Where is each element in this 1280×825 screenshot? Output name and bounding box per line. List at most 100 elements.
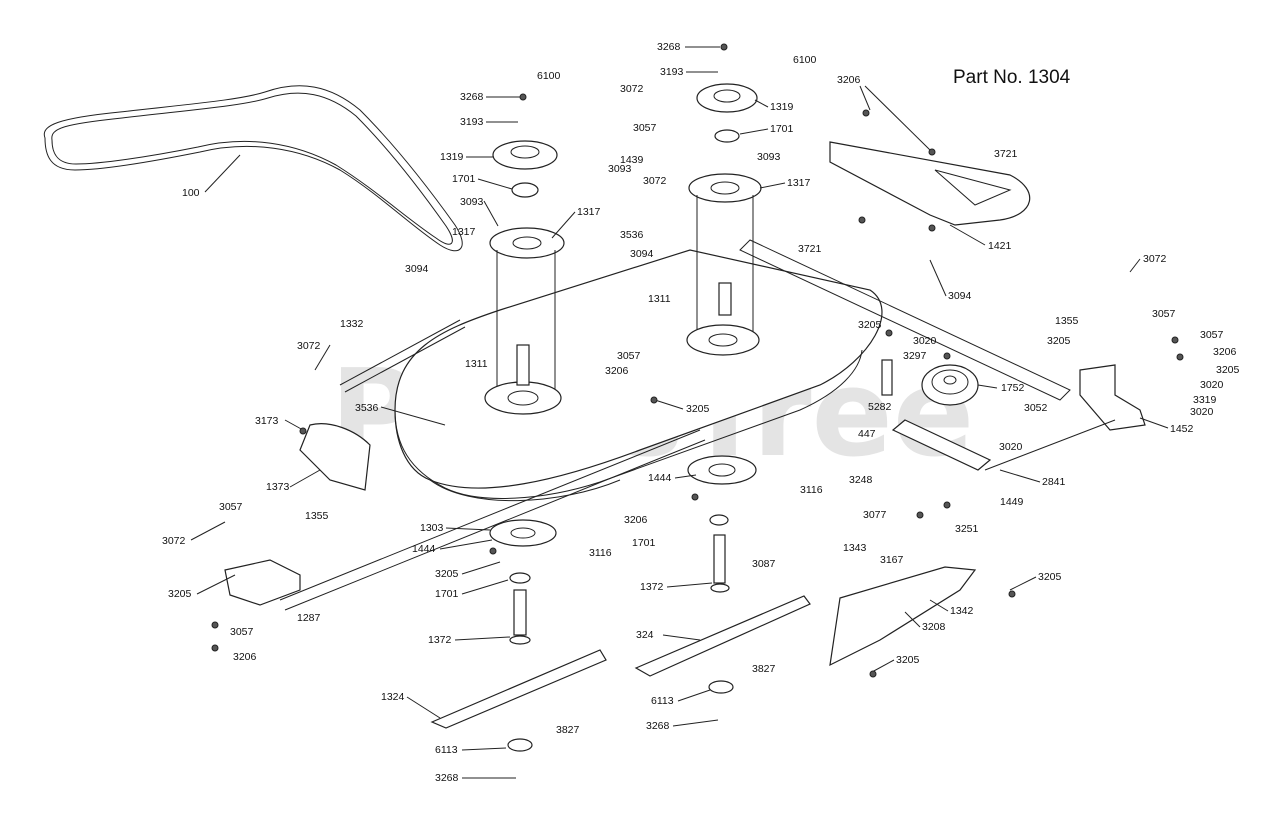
leader-lines (190, 46, 1169, 779)
part-label: 3827 (556, 724, 580, 736)
part-label: 1287 (297, 612, 321, 624)
part-label: 3057 (617, 350, 641, 362)
part-label: 1311 (648, 293, 671, 305)
part-label: 6100 (793, 54, 817, 66)
part-label: 3268 (460, 91, 484, 103)
part-label: 1372 (640, 581, 664, 593)
part-label: 3116 (800, 484, 823, 496)
part-label: 3057 (1152, 308, 1176, 320)
part-label: 3206 (233, 651, 257, 663)
part-label: 1319 (440, 151, 464, 163)
part-label: 3205 (896, 654, 920, 666)
part-label: 1752 (1001, 382, 1025, 394)
part-label: 3827 (752, 663, 776, 675)
part-label: 1444 (648, 472, 672, 484)
part-label: 1355 (305, 510, 329, 522)
part-label: 3094 (948, 290, 972, 302)
part-label: 3116 (589, 547, 612, 559)
part-label: 3077 (863, 509, 887, 521)
part-label: 3193 (660, 66, 684, 78)
part-label: 3205 (168, 588, 192, 600)
part-label: 1343 (843, 542, 867, 554)
part-label: 1317 (452, 226, 476, 238)
part-label: 3072 (1143, 253, 1167, 265)
drive-belt (43, 85, 463, 252)
part-label: 1444 (412, 543, 436, 555)
part-label: 3094 (630, 248, 654, 260)
part-label: 1317 (577, 206, 601, 218)
deflector-bracket (829, 566, 977, 667)
part-label: 3206 (837, 74, 861, 86)
part-label: 3072 (162, 535, 186, 547)
part-label: 3206 (624, 514, 648, 526)
part-label: 1303 (420, 522, 444, 534)
part-label: 3268 (646, 720, 670, 732)
part-label: 1701 (435, 588, 459, 600)
rods (339, 319, 1116, 471)
part-label: 3205 (858, 319, 882, 331)
part-labels: 100 3268 6100 3072 3193 3057 1319 1439 1… (162, 41, 1240, 784)
left-spindle (484, 140, 565, 415)
part-label: 324 (636, 629, 654, 641)
part-label: 3205 (686, 403, 710, 415)
part-label: 1439 (620, 154, 644, 166)
part-label: 1311 (465, 358, 488, 370)
belt-cover-right (829, 141, 1031, 226)
part-label: 3206 (605, 365, 629, 377)
part-label: 3268 (435, 772, 459, 784)
part-label: 6100 (537, 70, 561, 82)
part-label: 1324 (381, 691, 405, 703)
part-label: 3193 (460, 116, 484, 128)
rear-hitch-bracket (224, 559, 301, 606)
part-label: 1373 (266, 481, 290, 493)
blades (430, 595, 811, 729)
part-label: 3072 (643, 175, 667, 187)
part-label: 3208 (922, 621, 946, 633)
part-label: 3319 (1193, 394, 1217, 406)
part-label: 3093 (608, 163, 632, 175)
part-label: 3020 (1200, 379, 1224, 391)
part-label: 3205 (1047, 335, 1071, 347)
part-label: 1452 (1170, 423, 1194, 435)
part-label: 3536 (620, 229, 644, 241)
part-label: 1421 (988, 240, 1012, 252)
bottom-spindle-right (687, 455, 757, 694)
part-label: 5282 (868, 401, 892, 413)
part-label: 3248 (849, 474, 873, 486)
part-label: 3268 (657, 41, 681, 53)
part-label: 1701 (770, 123, 794, 135)
part-label: 6113 (435, 744, 458, 756)
part-label: 3057 (1200, 329, 1224, 341)
bottom-spindle-left (489, 519, 557, 752)
idler-pulley (881, 359, 992, 471)
part-label: 3057 (230, 626, 254, 638)
part-label: 3251 (955, 523, 979, 535)
left-bracket (299, 423, 371, 491)
part-label: 3205 (1216, 364, 1240, 376)
right-hitch-bracket (1079, 364, 1146, 431)
part-label: 3057 (219, 501, 243, 513)
part-label: 447 (858, 428, 876, 440)
part-label: 1317 (787, 177, 811, 189)
part-label: 3093 (757, 151, 781, 163)
part-label: 3167 (880, 554, 904, 566)
part-label: 3020 (1190, 406, 1214, 418)
part-label: 3721 (994, 148, 1018, 160)
part-label: 3052 (1024, 402, 1048, 414)
part-label: 1701 (452, 173, 476, 185)
part-label: 3072 (620, 83, 644, 95)
part-label: 3173 (255, 415, 279, 427)
part-label: 6113 (651, 695, 674, 707)
diagram-title: Part No. 1304 (953, 67, 1071, 88)
part-label: 3020 (999, 441, 1023, 453)
part-label: 3057 (633, 122, 657, 134)
hardware-fasteners (211, 43, 1184, 678)
part-label: 3536 (355, 402, 379, 414)
part-label: 1372 (428, 634, 452, 646)
part-label: 2841 (1042, 476, 1066, 488)
part-label: 3093 (460, 196, 484, 208)
part-label: 3072 (297, 340, 321, 352)
part-label: 3205 (1038, 571, 1062, 583)
part-label: 3297 (903, 350, 927, 362)
